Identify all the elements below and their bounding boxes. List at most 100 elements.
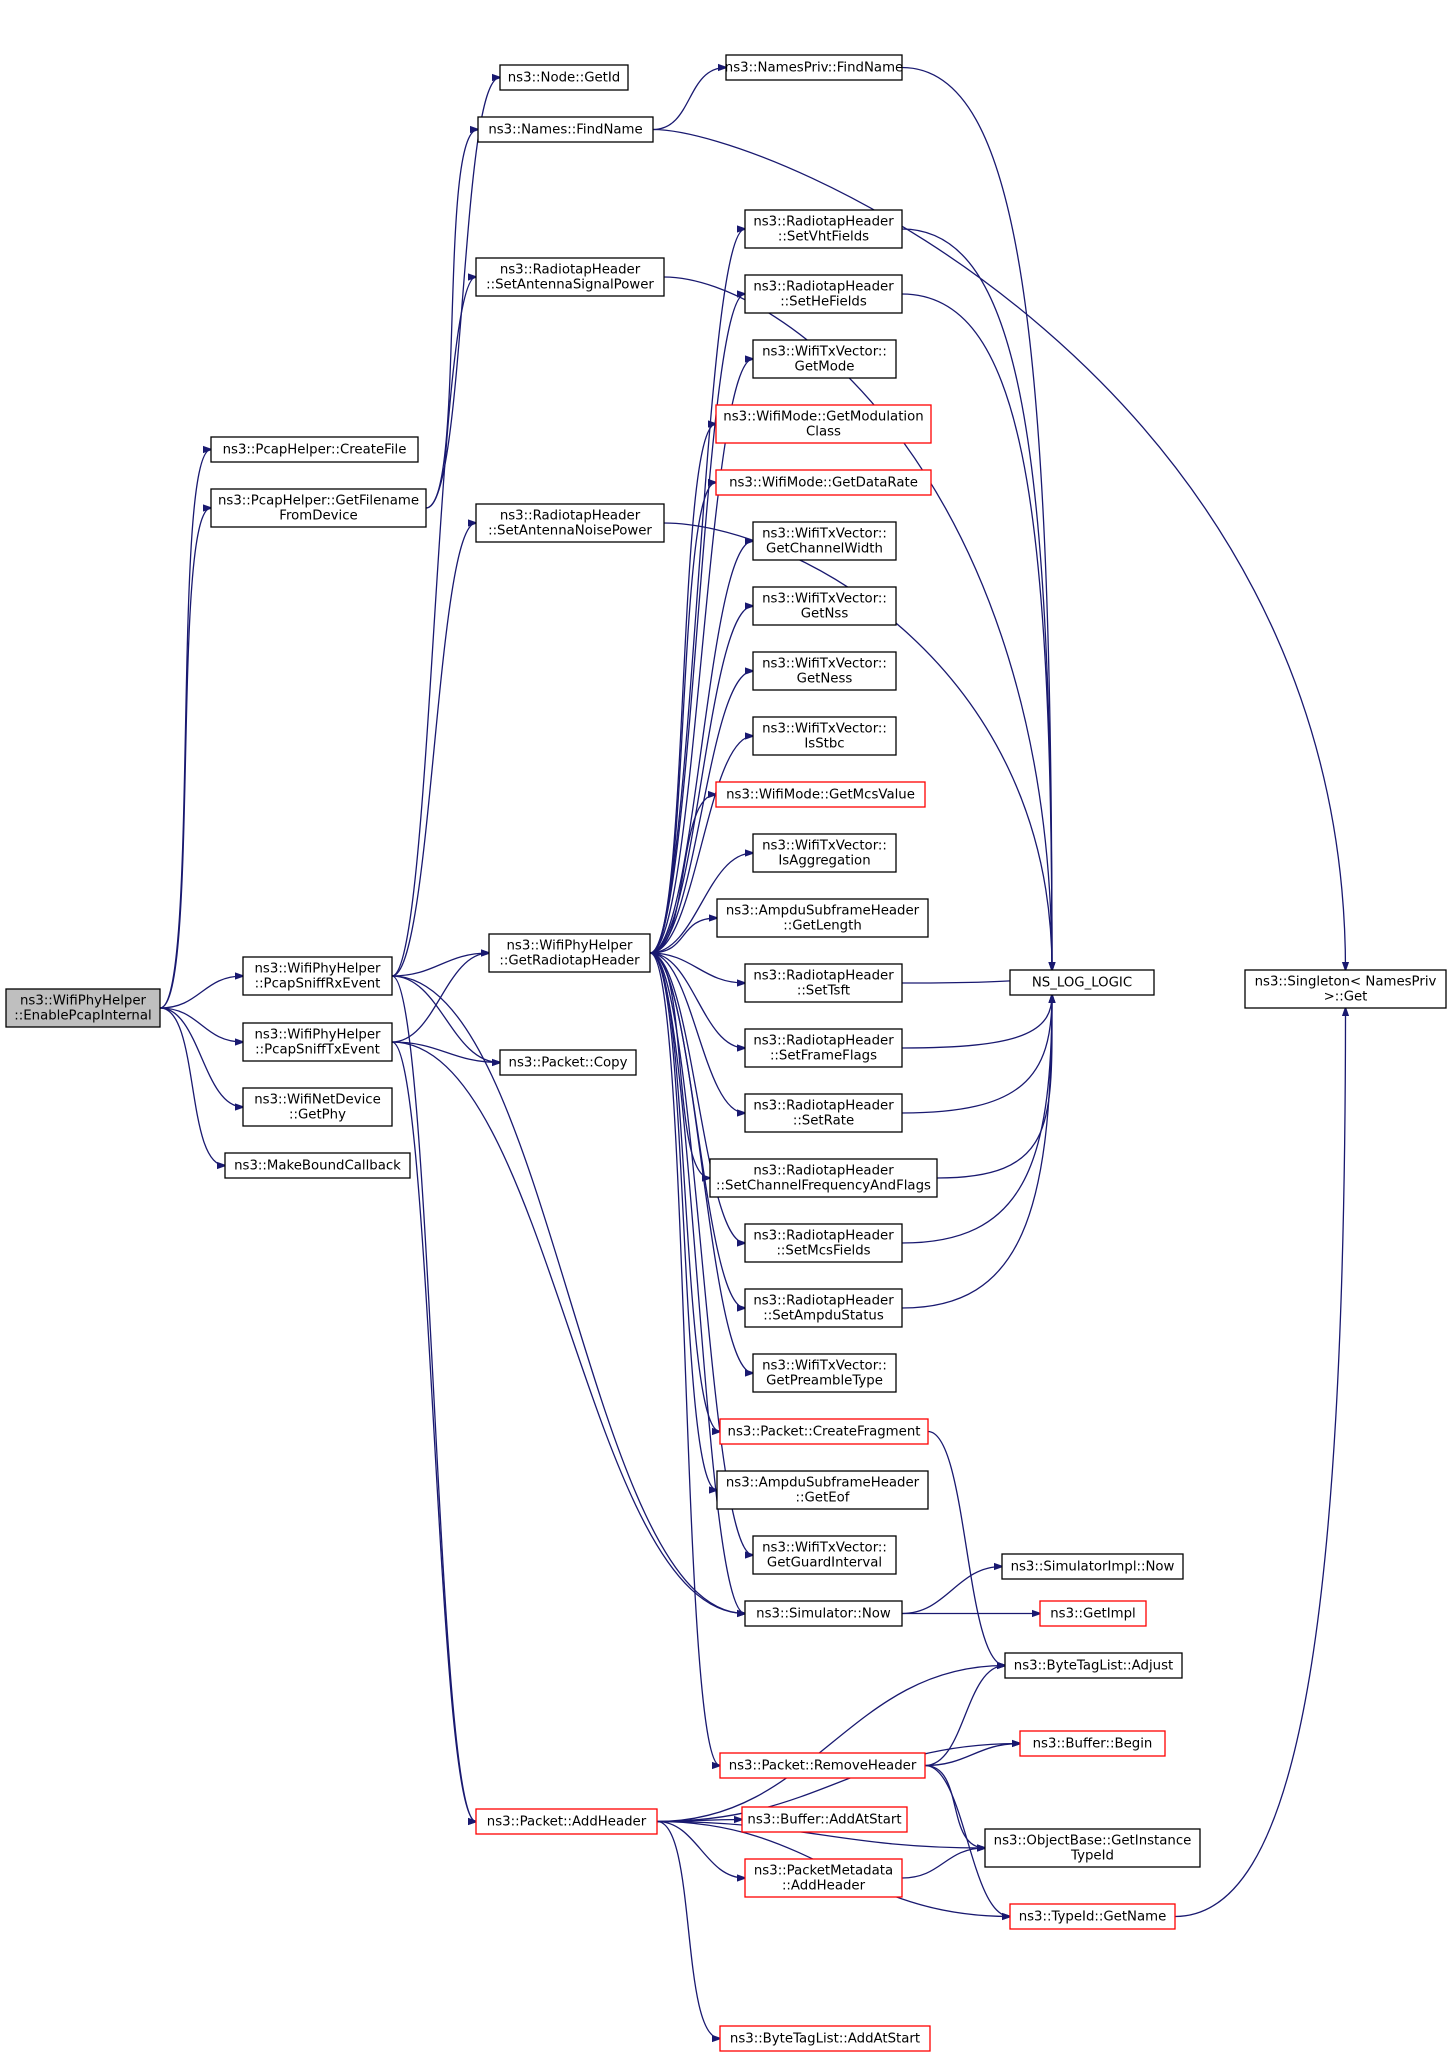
node-label: ns3::GetImpl — [1050, 1607, 1135, 1622]
node-label: ns3::NamesPriv::FindName — [725, 61, 903, 76]
node-getchwidth[interactable]: ns3::WifiTxVector::GetChannelWidth — [752, 521, 897, 561]
node-ampdueof[interactable]: ns3::AmpduSubframeHeader::GetEof — [716, 1470, 929, 1510]
node-box — [744, 1223, 903, 1263]
node-typeidname[interactable]: ns3::TypeId::GetName — [1009, 1903, 1176, 1930]
edge-getradiotap-to-setmcs — [649, 952, 745, 1243]
edge-addheader-to-bufbegin — [656, 1744, 1020, 1823]
node-simnow[interactable]: ns3::Simulator::Now — [744, 1600, 903, 1627]
node-getness[interactable]: ns3::WifiTxVector::GetNess — [752, 651, 897, 691]
node-btladjust[interactable]: ns3::ByteTagList::Adjust — [1004, 1652, 1183, 1679]
node-setframeflags[interactable]: ns3::RadiotapHeader::SetFrameFlags — [744, 1028, 903, 1068]
node-isaggr[interactable]: ns3::WifiTxVector::IsAggregation — [752, 833, 897, 873]
node-box — [744, 1858, 903, 1898]
node-label: ns3::WifiPhyHelper — [255, 962, 382, 977]
node-box — [715, 781, 926, 808]
node-label: ns3::PacketMetadata — [754, 1864, 893, 1879]
node-label: ::SetHeFields — [780, 295, 867, 310]
node-getmcs[interactable]: ns3::WifiMode::GetMcsValue — [715, 781, 926, 808]
edge-addheader-to-objbase — [656, 1820, 985, 1849]
edge-getradiotap-to-settsft — [649, 952, 745, 983]
node-getphy[interactable]: ns3::WifiNetDevice::GetPhy — [242, 1087, 393, 1127]
node-getradiotap[interactable]: ns3::WifiPhyHelper::GetRadiotapHeader — [488, 933, 651, 973]
node-pmaddheader[interactable]: ns3::PacketMetadata::AddHeader — [744, 1858, 903, 1898]
node-setchfreq[interactable]: ns3::RadiotapHeader::SetChannelFrequency… — [709, 1158, 938, 1198]
node-label: ns3::RadiotapHeader — [753, 1294, 894, 1309]
node-label: ns3::ObjectBase::GetInstance — [994, 1834, 1192, 1849]
node-label: ::SetFrameFlags — [770, 1049, 877, 1064]
node-getdatarate[interactable]: ns3::WifiMode::GetDataRate — [715, 469, 932, 496]
node-box — [1001, 1553, 1184, 1580]
edge-setampdu-to-nslog — [901, 995, 1052, 1309]
node-btladdstart[interactable]: ns3::ByteTagList::AddAtStart — [719, 2025, 931, 2052]
edge-createfrag-to-btladjust — [927, 1430, 1005, 1666]
edge-addheader-to-btladdstart — [656, 1820, 720, 2039]
node-label: ns3::WifiPhyHelper — [20, 994, 147, 1009]
node-removeheader[interactable]: ns3::Packet::RemoveHeader — [719, 1752, 926, 1779]
node-box — [715, 404, 932, 444]
node-box — [242, 1087, 393, 1127]
edge-rxevent-to-addheader — [391, 975, 476, 1822]
node-setrate[interactable]: ns3::RadiotapHeader::SetRate — [744, 1093, 903, 1133]
node-settsft[interactable]: ns3::RadiotapHeader::SetTsft — [744, 963, 903, 1003]
node-ampdulen[interactable]: ns3::AmpduSubframeHeader::GetLength — [716, 898, 929, 938]
node-getguard[interactable]: ns3::WifiTxVector::GetGuardInterval — [752, 1535, 897, 1575]
node-label: ns3::RadiotapHeader — [500, 509, 641, 524]
node-enable[interactable]: ns3::WifiPhyHelper::EnablePcapInternal — [5, 988, 161, 1028]
node-rxevent[interactable]: ns3::WifiPhyHelper::PcapSniffRxEvent — [242, 956, 393, 996]
node-singleton[interactable]: ns3::Singleton< NamesPriv >::Get — [1244, 969, 1447, 1009]
node-label: ::GetRadiotapHeader — [499, 954, 640, 969]
node-bufaddstart[interactable]: ns3::Buffer::AddAtStart — [741, 1806, 908, 1833]
node-label: ns3::AmpduSubframeHeader — [726, 904, 920, 919]
node-box — [5, 988, 161, 1028]
node-isstbc[interactable]: ns3::WifiTxVector::IsStbc — [752, 716, 897, 756]
node-nameprivfind[interactable]: ns3::NamesPriv::FindName — [725, 54, 903, 81]
node-label: ns3::WifiTxVector:: — [762, 1541, 887, 1556]
node-createfile[interactable]: ns3::PcapHelper::CreateFile — [210, 436, 419, 463]
node-getmode[interactable]: ns3::WifiTxVector::GetMode — [752, 339, 897, 379]
node-box — [1019, 1730, 1166, 1757]
node-label: ns3::Packet::AddHeader — [487, 1815, 647, 1830]
node-label: ns3::ByteTagList::Adjust — [1014, 1659, 1173, 1674]
node-simimplnow[interactable]: ns3::SimulatorImpl::Now — [1001, 1553, 1184, 1580]
node-namesfind[interactable]: ns3::Names::FindName — [477, 116, 654, 143]
node-label: NS_LOG_LOGIC — [1032, 976, 1132, 991]
node-setvht[interactable]: ns3::RadiotapHeader::SetVhtFields — [744, 209, 903, 249]
node-box — [752, 716, 897, 756]
node-sethe[interactable]: ns3::RadiotapHeader::SetHeFields — [744, 274, 903, 314]
node-box — [499, 1049, 637, 1076]
node-getnss[interactable]: ns3::WifiTxVector::GetNss — [752, 586, 897, 626]
node-getimpl[interactable]: ns3::GetImpl — [1039, 1600, 1147, 1627]
node-nslog[interactable]: NS_LOG_LOGIC — [1009, 969, 1155, 996]
node-setampdu[interactable]: ns3::RadiotapHeader::SetAmpduStatus — [744, 1288, 903, 1328]
node-box — [752, 521, 897, 561]
node-box — [716, 898, 929, 938]
node-bufbegin[interactable]: ns3::Buffer::Begin — [1019, 1730, 1166, 1757]
node-label: ::AddHeader — [782, 1879, 866, 1894]
node-makebound[interactable]: ns3::MakeBoundCallback — [224, 1152, 411, 1179]
edge-addheader-to-btladjust — [656, 1666, 1005, 1823]
node-label: ::GetPhy — [289, 1108, 346, 1123]
node-nodegetid[interactable]: ns3::Node::GetId — [499, 64, 629, 91]
node-txevent[interactable]: ns3::WifiPhyHelper::PcapSniffTxEvent — [242, 1022, 393, 1062]
node-label: GetNss — [801, 607, 849, 622]
edge-getradiotap-to-setvht — [649, 229, 745, 954]
edge-getradiotap-to-getmodclass — [649, 424, 716, 954]
node-setmcs[interactable]: ns3::RadiotapHeader::SetMcsFields — [744, 1223, 903, 1263]
node-label: ns3::WifiTxVector:: — [762, 592, 887, 607]
node-addheader[interactable]: ns3::Packet::AddHeader — [475, 1808, 658, 1835]
node-getpreamble[interactable]: ns3::WifiTxVector::GetPreambleType — [752, 1353, 897, 1393]
node-pktcopy[interactable]: ns3::Packet::Copy — [499, 1049, 637, 1076]
node-box — [1009, 1903, 1176, 1930]
node-label: ns3::Packet::Copy — [509, 1056, 628, 1071]
edge-setchfreq-to-nslog — [936, 995, 1052, 1179]
edge-removeheader-to-typeidname — [924, 1764, 1010, 1917]
edge-getradiotap-to-isaggr — [649, 853, 753, 954]
edge-rxevent-to-antsig — [391, 277, 476, 977]
node-createfrag[interactable]: ns3::Packet::CreateFragment — [719, 1418, 929, 1445]
node-antsig[interactable]: ns3::RadiotapHeader::SetAntennaSignalPow… — [475, 257, 665, 297]
node-antnoise[interactable]: ns3::RadiotapHeader::SetAntennaNoisePowe… — [475, 503, 665, 543]
node-label: GetChannelWidth — [766, 542, 883, 557]
